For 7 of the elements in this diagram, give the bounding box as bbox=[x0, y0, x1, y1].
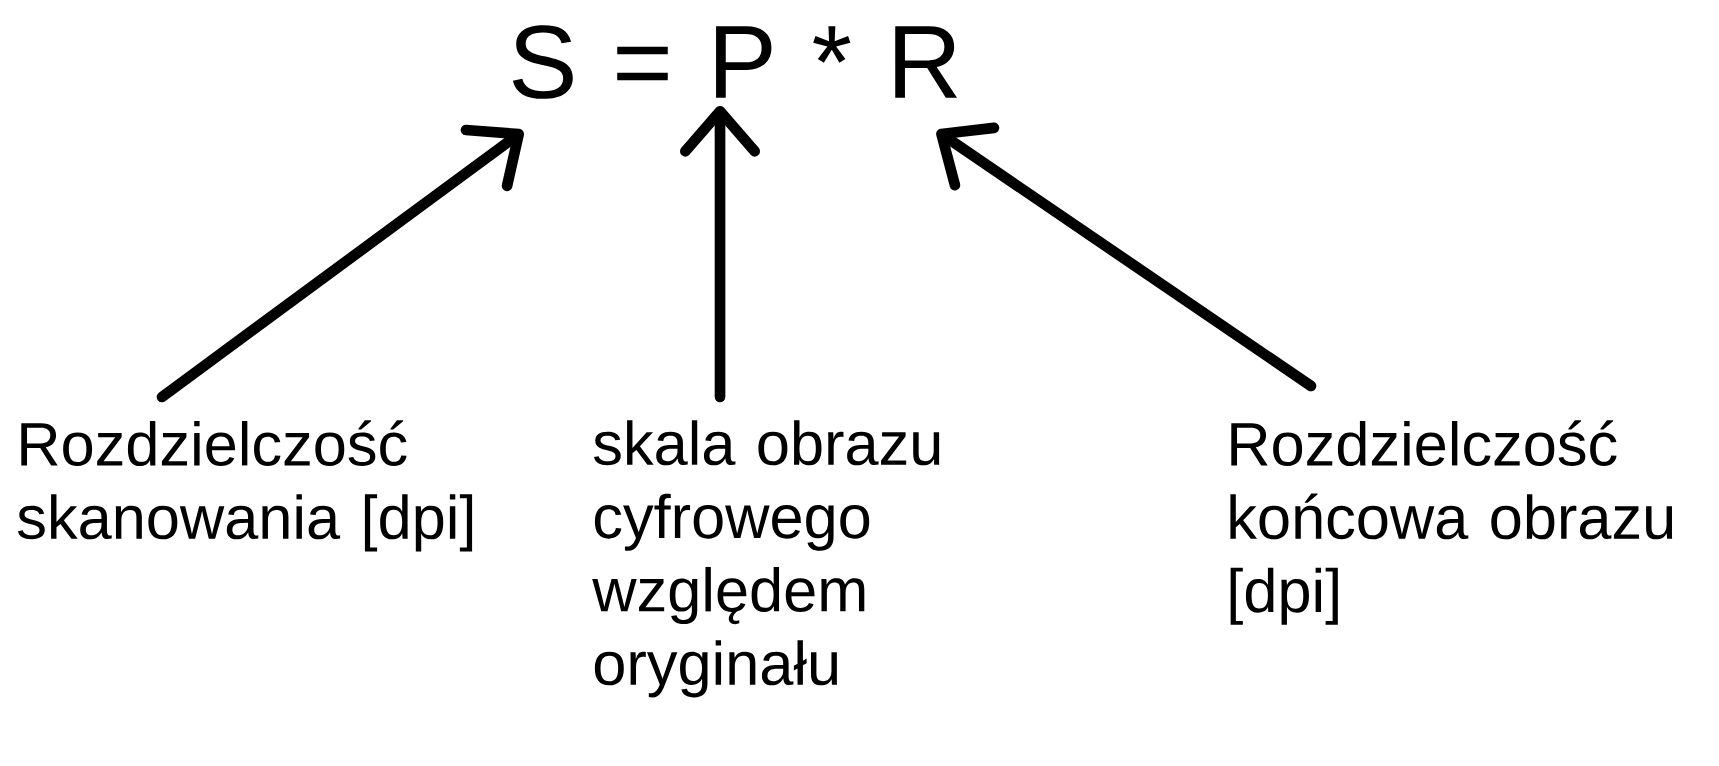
caption-text: Rozdzielczość skanowania [dpi] bbox=[18, 420, 473, 552]
caption-text: skala obrazu cyfrowego względem oryginału bbox=[592, 420, 940, 698]
arrow bbox=[936, 122, 1317, 392]
arrow bbox=[156, 124, 525, 403]
caption-text: Rozdzielczość końcowa obrazu [dpi] bbox=[1230, 420, 1673, 625]
arrow bbox=[680, 106, 760, 403]
formula-text: S = P * R bbox=[512, 25, 957, 99]
